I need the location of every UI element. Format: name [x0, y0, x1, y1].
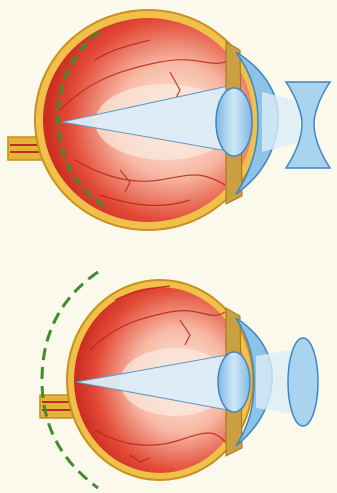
crystalline-lens-2: [218, 352, 250, 412]
incoming-rays: [262, 92, 300, 152]
incoming-rays-2: [256, 350, 292, 414]
convex-lens: [288, 338, 318, 426]
eye-hyperopia-panel: [40, 272, 318, 488]
eye-myopia-panel: [8, 10, 330, 230]
crystalline-lens: [216, 88, 252, 156]
